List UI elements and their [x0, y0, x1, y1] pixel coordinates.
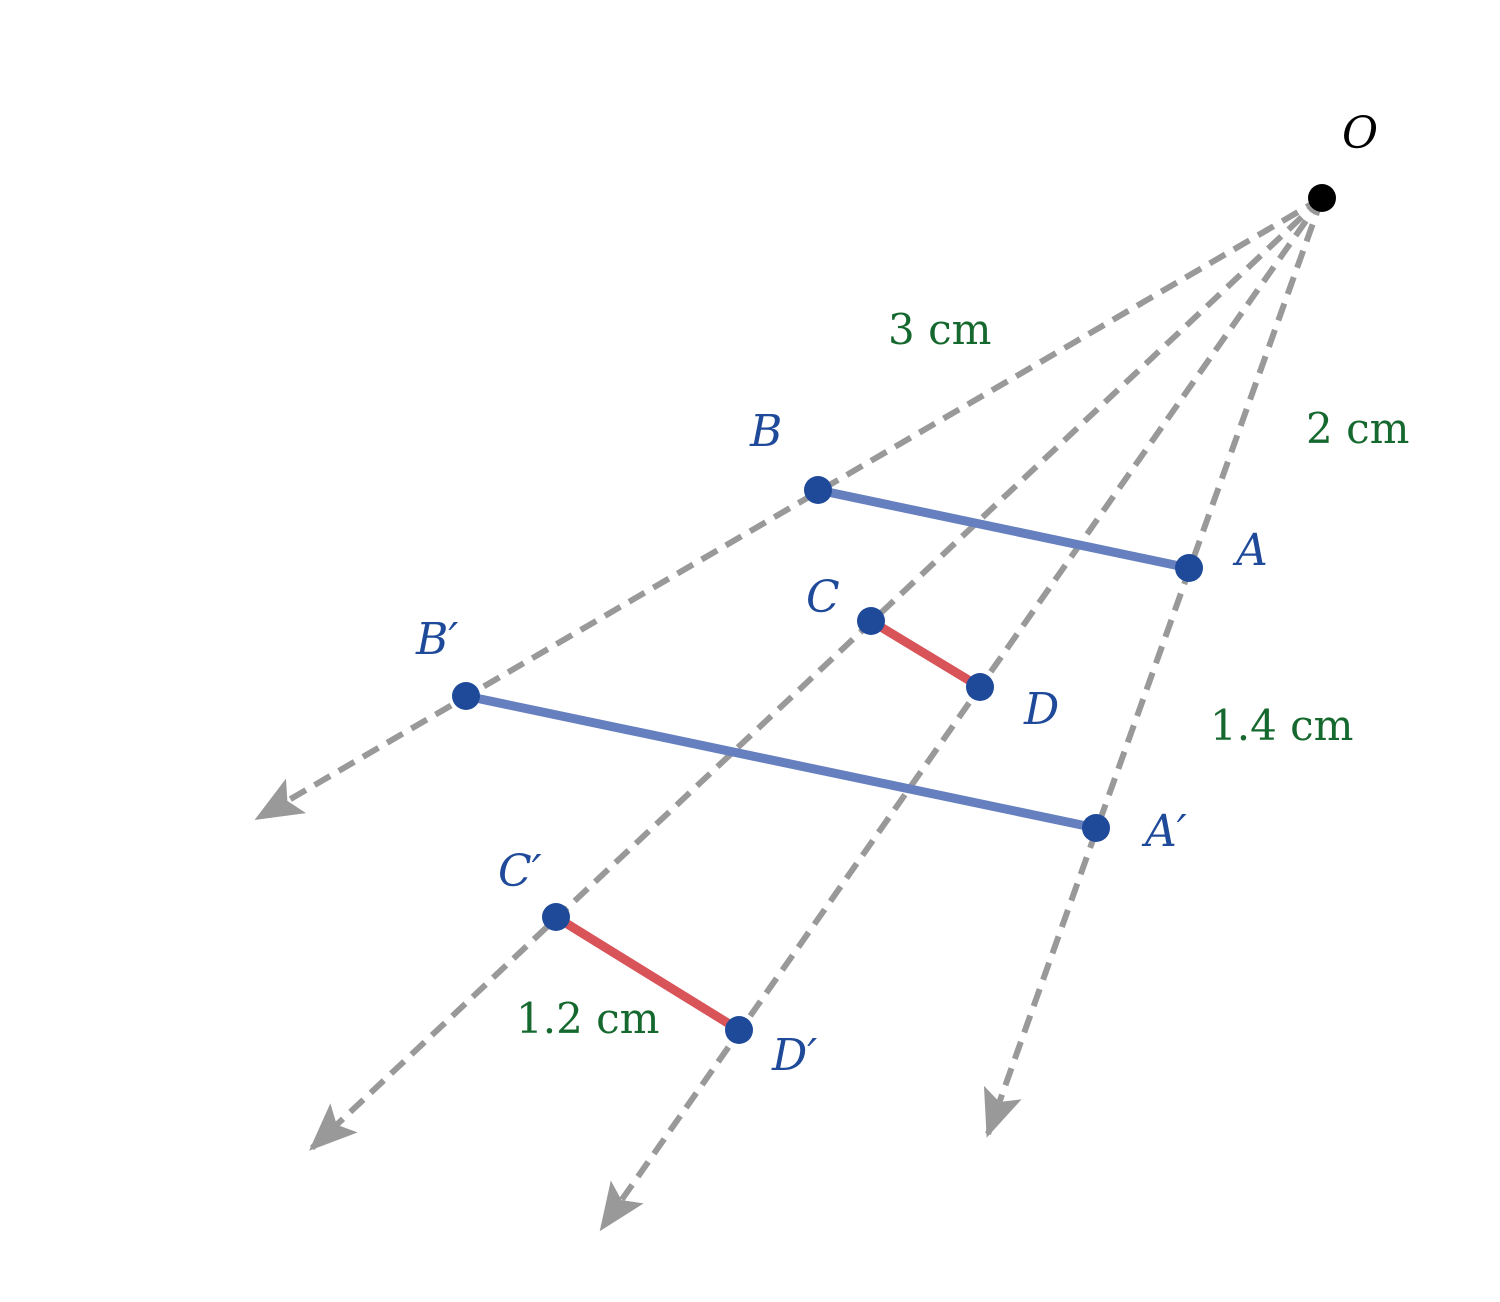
ray-through-a	[983, 196, 1325, 1138]
ray-through-d	[599, 196, 1325, 1232]
point-labels: O A B C D A′ B′ C′ D′	[415, 108, 1378, 1081]
measure-oa: 2 cm	[1306, 404, 1409, 453]
label-a-prime: A′	[1141, 806, 1187, 857]
point-b	[804, 476, 832, 504]
measurement-labels: 3 cm 2 cm 1.4 cm 1.2 cm	[516, 305, 1409, 1043]
label-b-prime: B′	[415, 614, 458, 665]
point-c-prime	[542, 903, 570, 931]
label-b: B	[749, 406, 782, 457]
segment-a-prime-b-prime	[461, 691, 1101, 833]
rays	[254, 195, 1325, 1232]
segment-cd	[866, 616, 985, 692]
point-a-prime	[1082, 814, 1110, 842]
label-a: A	[1232, 525, 1268, 576]
measure-aa-prime: 1.4 cm	[1210, 701, 1354, 750]
point-d-prime	[725, 1016, 753, 1044]
point-a	[1175, 554, 1203, 582]
label-d-prime: D′	[771, 1030, 817, 1081]
points	[452, 184, 1336, 1044]
point-c	[857, 607, 885, 635]
ray-through-b	[254, 195, 1324, 821]
point-o	[1308, 184, 1336, 212]
point-d	[966, 673, 994, 701]
label-d: D	[1023, 684, 1059, 735]
label-c-prime: C′	[498, 846, 542, 897]
measure-ob: 3 cm	[888, 305, 991, 354]
segment-c-prime-d-prime	[551, 912, 744, 1035]
ray-through-c	[309, 195, 1325, 1151]
label-c: C	[806, 572, 840, 623]
segment-ab	[813, 485, 1194, 573]
segments	[461, 485, 1194, 1035]
point-b-prime	[452, 682, 480, 710]
label-o: O	[1342, 108, 1378, 159]
measure-c-prime-d-prime: 1.2 cm	[516, 994, 660, 1043]
